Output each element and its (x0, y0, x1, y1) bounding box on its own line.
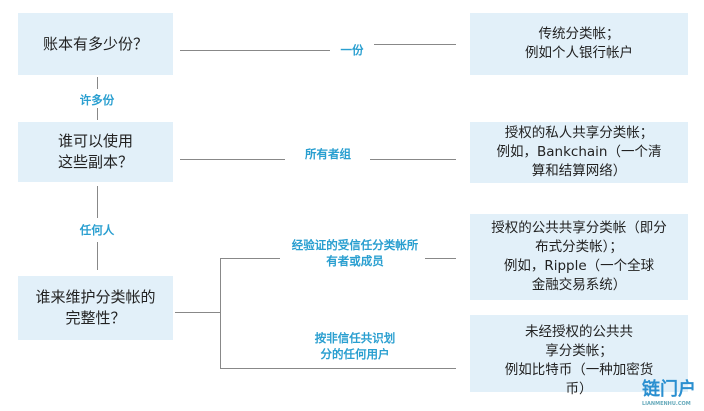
label-untrusted-users: 按非信任共识划 分的任何用户 (290, 330, 420, 362)
label-anyone: 任何人 (79, 223, 115, 237)
connector-line (97, 186, 98, 218)
connector-line (97, 242, 98, 270)
label-verified-owners: 经验证的受信任分类帐所 有者或成员 (291, 238, 419, 268)
answer-private-shared-ledger: 授权的私人共享分类帐； 例如，Bankchain（一个清 算和结算网络） (470, 122, 688, 183)
connector-line (175, 312, 220, 313)
connector-line (370, 159, 456, 160)
connector-line (374, 44, 456, 45)
answer-traditional-ledger: 传统分类帐； 例如个人银行帐户 (470, 13, 688, 75)
label-one-copy: 一份 (340, 43, 364, 57)
connector-line (180, 50, 330, 51)
connector-line (220, 258, 221, 368)
label-many-copies: 许多份 (79, 93, 115, 107)
label-owner-group: 所有者组 (305, 147, 351, 161)
question-copies: 账本有多少份？ (18, 13, 173, 75)
connector-line (97, 77, 98, 89)
question-who-maintains: 谁来维护分类帐的 完整性？ (18, 276, 173, 340)
connector-line (97, 108, 98, 120)
answer-public-permissioned-ledger: 授权的公共共享分类帐（即分 布式分类帐）； 例如，Ripple（一个全球 金融交… (470, 214, 688, 300)
connector-line (220, 368, 456, 369)
connector-line (180, 159, 285, 160)
connector-line (220, 258, 280, 259)
connector-line (425, 258, 456, 259)
question-who-uses: 谁可以使用 这些副本？ (18, 122, 173, 182)
answer-public-unpermissioned-ledger: 未经授权的公共共 享分类帐； 例如比特币（一种加密货 币） (470, 315, 688, 397)
